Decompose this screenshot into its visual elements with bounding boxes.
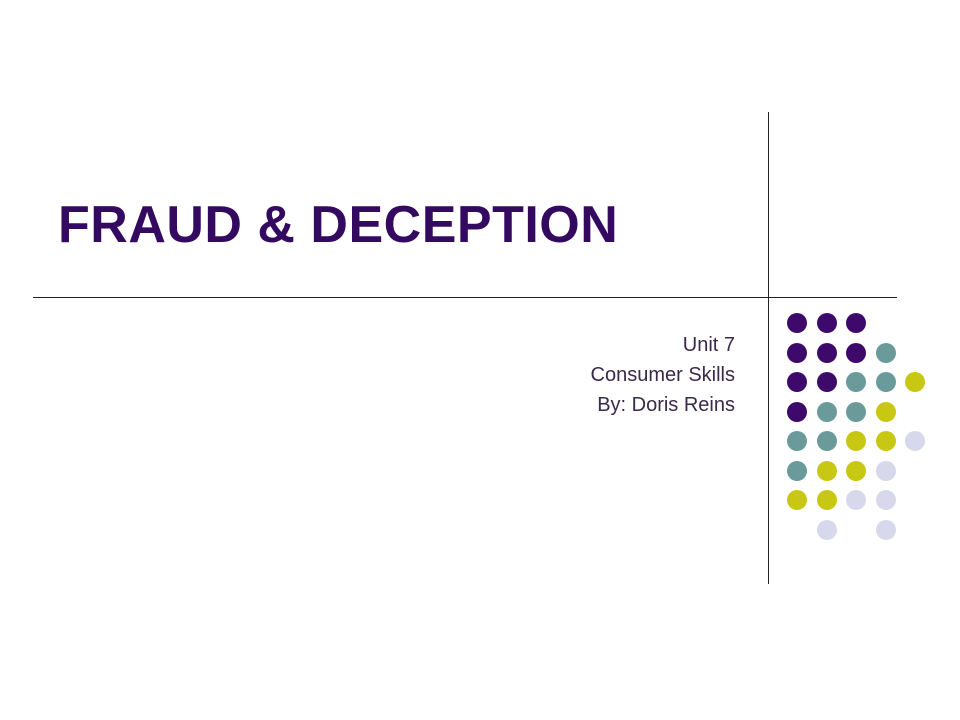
dot-purple	[787, 401, 807, 422]
dot-lavender	[846, 490, 866, 510]
dot-purple	[787, 313, 807, 333]
dot-lavender	[875, 460, 896, 481]
dot-teal	[875, 372, 896, 392]
dot-purple	[787, 372, 807, 392]
dot-purple	[816, 372, 837, 392]
dot-yellow	[816, 490, 837, 510]
vertical-divider	[768, 112, 769, 584]
dot-teal	[816, 431, 837, 451]
dot-yellow	[875, 401, 896, 422]
dot-teal	[787, 431, 807, 451]
subtitle-author: By: Doris Reins	[597, 394, 735, 416]
dot-yellow	[905, 372, 925, 392]
dot-teal	[816, 401, 837, 422]
horizontal-divider	[33, 297, 897, 298]
slide-title: FRAUD & DECEPTION	[58, 196, 619, 254]
dot-teal	[787, 460, 807, 481]
dot-lavender	[816, 519, 837, 540]
dot-yellow	[846, 431, 866, 451]
dot-lavender	[875, 490, 896, 510]
dot-purple	[816, 342, 837, 363]
dot-lavender	[875, 519, 896, 540]
dot-purple	[816, 313, 837, 333]
subtitle-unit: Unit 7	[682, 334, 735, 356]
dot-teal	[846, 401, 866, 422]
slide-subtitle: Unit 7 Consumer Skills By: Doris Reins	[591, 330, 735, 420]
dot-teal	[875, 342, 896, 363]
dot-purple	[787, 342, 807, 363]
dot-purple	[846, 342, 866, 363]
dot-yellow	[875, 431, 896, 451]
dot-purple	[846, 313, 866, 333]
dot-teal	[846, 372, 866, 392]
dot-yellow	[816, 460, 837, 481]
dot-yellow	[787, 490, 807, 510]
dot-lavender	[905, 431, 925, 451]
subtitle-course: Consumer Skills	[590, 364, 735, 386]
dot-yellow	[846, 460, 866, 481]
